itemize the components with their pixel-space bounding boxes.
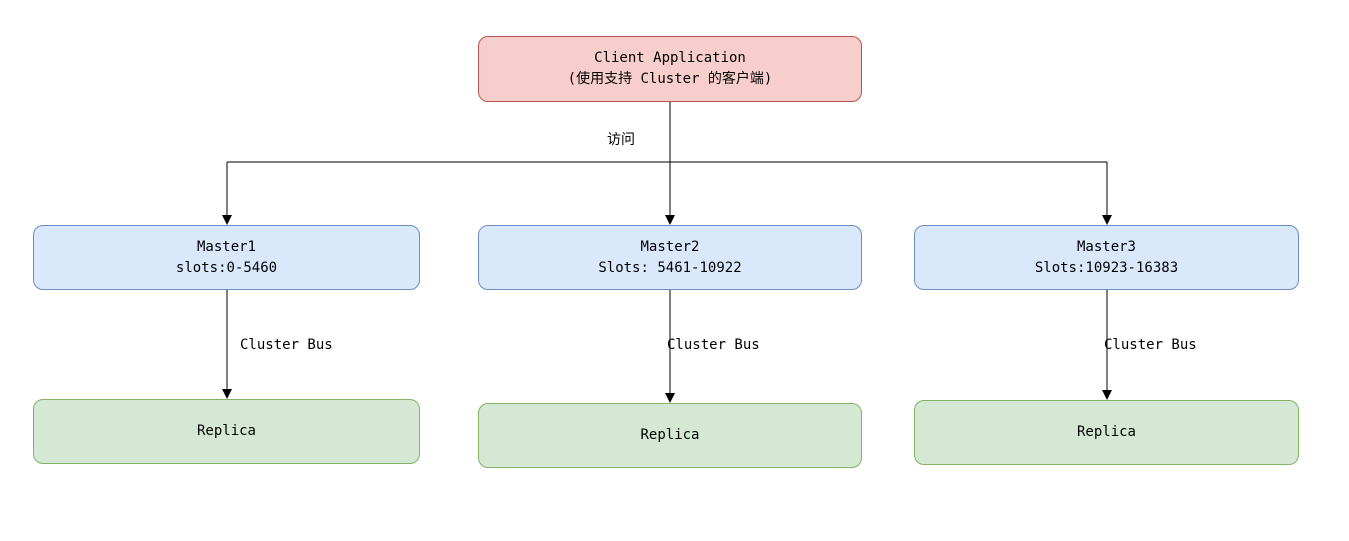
master3-node: Master3 Slots:10923-16383 [914,225,1299,290]
replica1-label: Replica [196,423,256,439]
master1-slots: slots:0-5460 [175,259,278,276]
replica2-node: Replica [478,403,862,468]
master2-slots: Slots: 5461-10922 [598,259,742,276]
edge-label-cluster-bus-2: Cluster Bus [667,337,760,353]
replica1-node: Replica [33,399,420,464]
client-application-title: Client Application [594,50,746,66]
replica3-label: Replica [1076,424,1136,440]
replica3-node: Replica [914,400,1299,465]
master2-node: Master2 Slots: 5461-10922 [478,225,862,290]
client-application-node: Client Application (使用支持 Cluster 的客户端) [478,36,862,102]
master1-node: Master1 slots:0-5460 [33,225,420,290]
master3-slots: Slots:10923-16383 [1034,259,1179,276]
edge-label-access: 访问 [607,132,635,148]
master3-name: Master3 [1076,238,1136,255]
client-application-subtitle: (使用支持 Cluster 的客户端) [567,71,773,87]
master1-name: Master1 [196,238,256,255]
master2-name: Master2 [640,238,700,255]
edge-label-cluster-bus-3: Cluster Bus [1104,337,1197,353]
edge-label-cluster-bus-1: Cluster Bus [240,337,333,353]
replica2-label: Replica [640,427,700,443]
